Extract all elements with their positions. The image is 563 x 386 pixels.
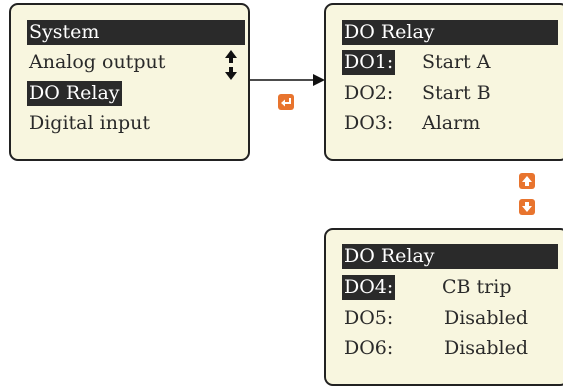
do5-value: Disabled [444, 307, 529, 329]
menu-item-system[interactable]: System [27, 20, 245, 45]
do4-label[interactable]: DO4: [342, 275, 396, 300]
do3-value: Alarm [422, 112, 481, 134]
up-key-icon[interactable] [519, 173, 535, 189]
do1-label[interactable]: DO1: [342, 50, 396, 75]
do-relay-screen-1: DO Relay DO1: Start A DO2: Start B DO3: … [324, 3, 563, 161]
up-down-arrows-icon [225, 50, 237, 80]
do6-value: Disabled [444, 337, 529, 359]
do6-label[interactable]: DO6: [344, 337, 394, 359]
do2-value: Start B [422, 82, 491, 104]
do2-label[interactable]: DO2: [344, 82, 394, 104]
do1-value: Start A [422, 51, 491, 73]
menu-item-do-relay[interactable]: DO Relay [27, 81, 122, 106]
menu-item-analog-output[interactable]: Analog output [29, 51, 166, 73]
do5-label[interactable]: DO5: [344, 307, 394, 329]
navigation-arrow [250, 74, 325, 86]
screen-title: DO Relay [342, 20, 558, 45]
enter-key-icon[interactable] [278, 94, 294, 110]
menu-item-digital-input[interactable]: Digital input [29, 112, 150, 134]
do3-label[interactable]: DO3: [344, 112, 394, 134]
do4-value: CB trip [442, 276, 512, 298]
do-relay-screen-2: DO Relay DO4: CB trip DO5: Disabled DO6:… [324, 228, 563, 386]
menu-screen: System Analog output DO Relay Digital in… [9, 3, 250, 161]
down-key-icon[interactable] [519, 199, 535, 215]
screen-title: DO Relay [342, 244, 558, 269]
